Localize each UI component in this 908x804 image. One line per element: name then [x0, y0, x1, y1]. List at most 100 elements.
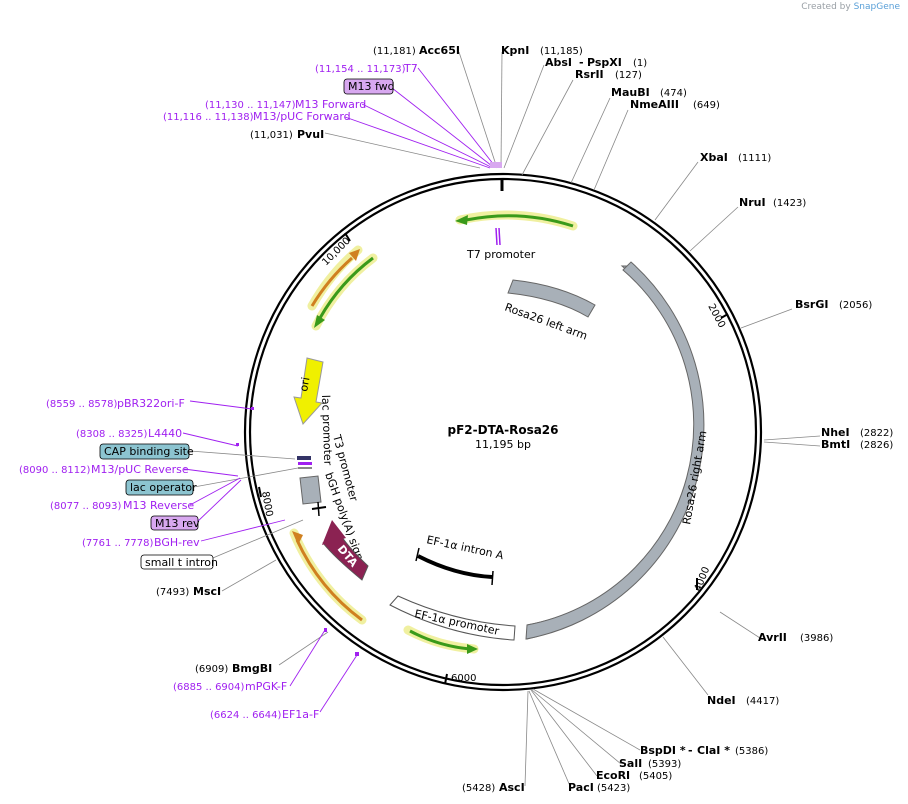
credit-prefix: Created by: [801, 2, 851, 12]
ndei-label: NdeI: [707, 694, 736, 707]
acc65i-position: (11,181): [373, 46, 416, 57]
primer-mark-a: [298, 462, 312, 465]
tick-10000: [344, 232, 351, 242]
bgh-rev-label: BGH-rev: [154, 536, 200, 549]
lac-promoter-label: lac promoter: [319, 395, 334, 466]
ef1a-f-label: EF1a-F: [282, 708, 319, 721]
m13-fwd-label: M13 fwd: [348, 80, 395, 93]
orange-top-arrow: [310, 256, 353, 307]
avrii-position: (3986): [800, 633, 833, 644]
xbai-position: (1111): [738, 153, 771, 164]
tick-8000: [258, 486, 262, 498]
tick-6000: [444, 673, 448, 685]
bgh-polya-arrow: [299, 475, 322, 505]
kpni-label: KpnI: [501, 44, 529, 57]
green-left-arrow: [318, 256, 374, 319]
m13-forward-position: (11,130 .. 11,147): [205, 100, 296, 111]
lac-operator-label: lac operator: [130, 481, 197, 494]
pvui-position: (11,031): [250, 130, 293, 141]
bmti-label: BmtI: [821, 438, 850, 451]
bspdi-separator: -: [688, 744, 693, 757]
absi-separator: -: [579, 56, 584, 69]
ef1a-intron-label: EF-1α intron A: [425, 533, 505, 562]
paci-position: (5423): [597, 783, 630, 794]
paci-label: PacI: [568, 781, 594, 794]
msci-label: MscI: [193, 585, 221, 598]
ef1a-intron-arrow: [417, 554, 493, 579]
credit-label: Created by SnapGene: [801, 2, 900, 12]
nhei-label: NheI: [821, 426, 850, 439]
bmgbi-label: BmgBI: [232, 662, 272, 675]
m13-reverse-position: (8077 .. 8093): [50, 501, 122, 512]
small-t-intron-label: small t intron: [145, 556, 218, 569]
l4440-position: (8308 .. 8325): [76, 429, 148, 440]
mpgk-f-position: (6885 .. 6904): [173, 682, 245, 693]
asci-position: (5428): [462, 783, 495, 794]
nrui-position: (1423): [773, 198, 806, 209]
nhei-position: (2822): [860, 428, 893, 439]
plasmid-name: pF2-DTA-Rosa26: [447, 423, 558, 437]
m13puc-forward-position: (11,116 .. 11,138): [163, 112, 254, 123]
primer-leader-lines: [182, 67, 502, 713]
bmgbi-position: (6909): [195, 664, 228, 675]
t7-promoter-arrowhead: [455, 215, 468, 225]
sali-position: (5393): [648, 759, 681, 770]
t7-primer-position: (11,154 .. 11,173): [315, 64, 406, 75]
leader-lines: [189, 51, 821, 787]
m13-fwd-box: [343, 78, 394, 95]
bsrgi-position: (2056): [839, 300, 872, 311]
lac-operator-box: [125, 479, 194, 496]
msci-position: (7493): [156, 587, 189, 598]
kpni-position: (11,185): [540, 46, 583, 57]
rsrii-label: RsrII: [575, 68, 604, 81]
plasmid-size: 11,195 bp: [475, 438, 531, 451]
t7-primer-mark: [495, 227, 498, 246]
bmti-position: (2826): [860, 440, 893, 451]
t7-promoter-arrow: [465, 214, 574, 228]
clai-label: ClaI *: [697, 744, 730, 757]
small-t-intron-box: [140, 554, 214, 570]
ndei-position: (4417): [746, 696, 779, 707]
rosa26-right-arm-label: Rosa26 right arm: [680, 430, 709, 526]
pvui-label: PvuI: [297, 128, 324, 141]
m13-rev-label: M13 rev: [155, 517, 200, 530]
snapgene-brand: SnapGene: [853, 2, 900, 12]
m13puc-reverse-label: M13/pUC Reverse: [91, 463, 189, 476]
ef1a-f-position: (6624 .. 6644): [210, 710, 282, 721]
dta-arrowhead: [322, 520, 346, 545]
m13-reverse-label: M13 Reverse: [123, 499, 194, 512]
lacop-mark: [298, 467, 312, 469]
nmeaiii-label: NmeAIII: [630, 98, 679, 111]
cap-binding-label: CAP binding site: [104, 445, 194, 458]
nrui-label: NruI: [739, 196, 766, 209]
rosa26-left-arm-arrow: [507, 279, 596, 318]
asci-label: AscI: [499, 781, 525, 794]
green-bottom-arrow: [409, 629, 471, 651]
bsrgi-label: BsrGI: [795, 298, 828, 311]
tick-label-8000: 8000: [259, 491, 274, 518]
cap-binding-box: [99, 443, 190, 460]
avrii-label: AvrII: [758, 631, 787, 644]
acc65i-label: Acc65I: [419, 44, 460, 57]
primer-labels: (11,154 .. 11,173) T7 M13 fwd (11,130 ..…: [19, 62, 418, 721]
nmeaiii-position: (649): [693, 100, 720, 111]
bgh-rev-position: (7761 .. 7778): [82, 538, 154, 549]
l4440-label: L4440: [148, 427, 182, 440]
maubi-position: (474): [660, 88, 687, 99]
cap-mark: [297, 456, 311, 460]
m13-rev-box: [150, 515, 199, 531]
absi-position: (1): [633, 58, 647, 69]
ef1a-promoter-arrow: [389, 595, 516, 641]
tick-2000: [720, 313, 729, 319]
pbr322-label: pBR322ori-F: [117, 397, 185, 410]
xbai-label: XbaI: [700, 151, 728, 164]
m13puc-reverse-position: (8090 .. 8112): [19, 465, 91, 476]
bspdi-position: (5386): [735, 746, 768, 757]
t7-promoter-label: T7 promoter: [466, 248, 536, 261]
pspxi-label: PspXI: [587, 56, 622, 69]
enzyme-labels: (11,181) Acc65I KpnI (11,185) AbsI - Psp…: [156, 44, 893, 794]
ef1a-promoter-label: EF-1α promoter: [413, 607, 500, 638]
t7-primer-label: T7: [403, 62, 418, 75]
absi-label: AbsI: [545, 56, 572, 69]
